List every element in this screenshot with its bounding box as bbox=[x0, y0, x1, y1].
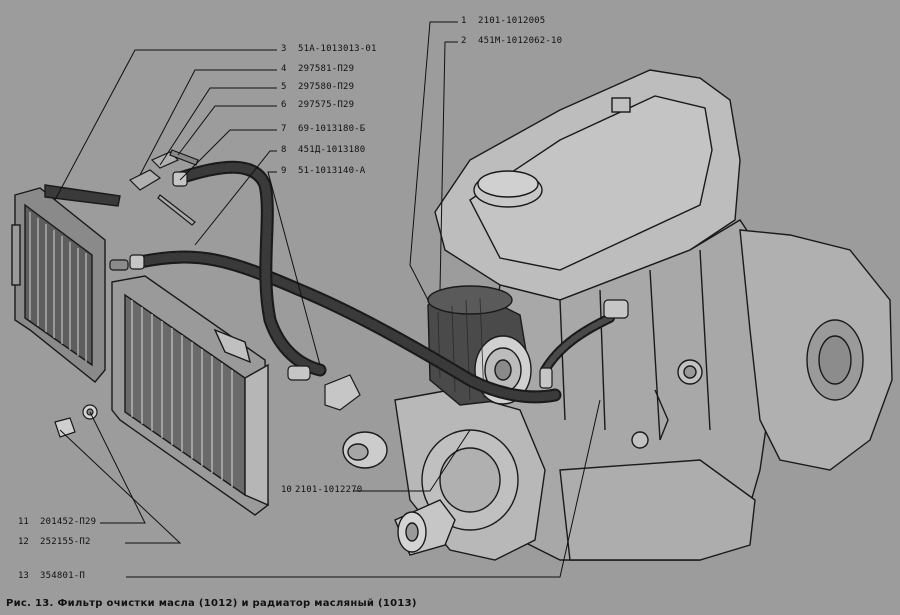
callout-2-number: 2 bbox=[461, 36, 467, 46]
engine-block bbox=[434, 69, 893, 561]
callout-10-part: 2101-1012270 bbox=[295, 485, 363, 495]
callout-13-part: 354801-П bbox=[40, 571, 85, 581]
callout-8-part: 451Д-1013180 bbox=[298, 145, 366, 155]
oil-hoses bbox=[133, 160, 615, 404]
callout-13-number: 13 bbox=[18, 571, 29, 581]
callout-4-part: 297581-П29 bbox=[298, 64, 355, 74]
hose-fittings bbox=[54, 149, 629, 438]
leader-lines bbox=[54, 21, 601, 578]
callout-11-part: 201452-П29 bbox=[40, 517, 97, 527]
callout-10-number: 10 bbox=[281, 485, 292, 495]
callout-3-part: 51А-1013013-01 bbox=[298, 44, 377, 54]
oil-radiator-front bbox=[111, 275, 269, 516]
callout-2-part: 451М-1012062-10 bbox=[478, 36, 563, 46]
figure-caption: Рис. 13. Фильтр очистки масла (1012) и р… bbox=[6, 598, 417, 609]
callout-3-number: 3 bbox=[281, 44, 287, 54]
callout-5-part: 297580-П29 bbox=[298, 82, 355, 92]
callout-4-number: 4 bbox=[281, 64, 287, 74]
callout-9-number: 9 bbox=[281, 166, 287, 176]
callout-6-part: 297575-П29 bbox=[298, 100, 355, 110]
callout-9-part: 51-1013140-А bbox=[298, 166, 366, 176]
callout-8-number: 8 bbox=[281, 145, 287, 155]
timing-cover bbox=[342, 389, 546, 561]
callout-6-number: 6 bbox=[281, 100, 287, 110]
callout-12-part: 252155-П2 bbox=[40, 537, 91, 547]
callout-7-number: 7 bbox=[281, 124, 287, 134]
callout-11-number: 11 bbox=[18, 517, 29, 527]
callout-1-part: 2101-1012005 bbox=[478, 16, 546, 26]
callout-12-number: 12 bbox=[18, 537, 29, 547]
oil-radiator-rear bbox=[11, 184, 121, 383]
callout-7-part: 69-1013180-Б bbox=[298, 124, 366, 134]
callout-1-number: 1 bbox=[461, 16, 467, 26]
callout-5-number: 5 bbox=[281, 82, 287, 92]
